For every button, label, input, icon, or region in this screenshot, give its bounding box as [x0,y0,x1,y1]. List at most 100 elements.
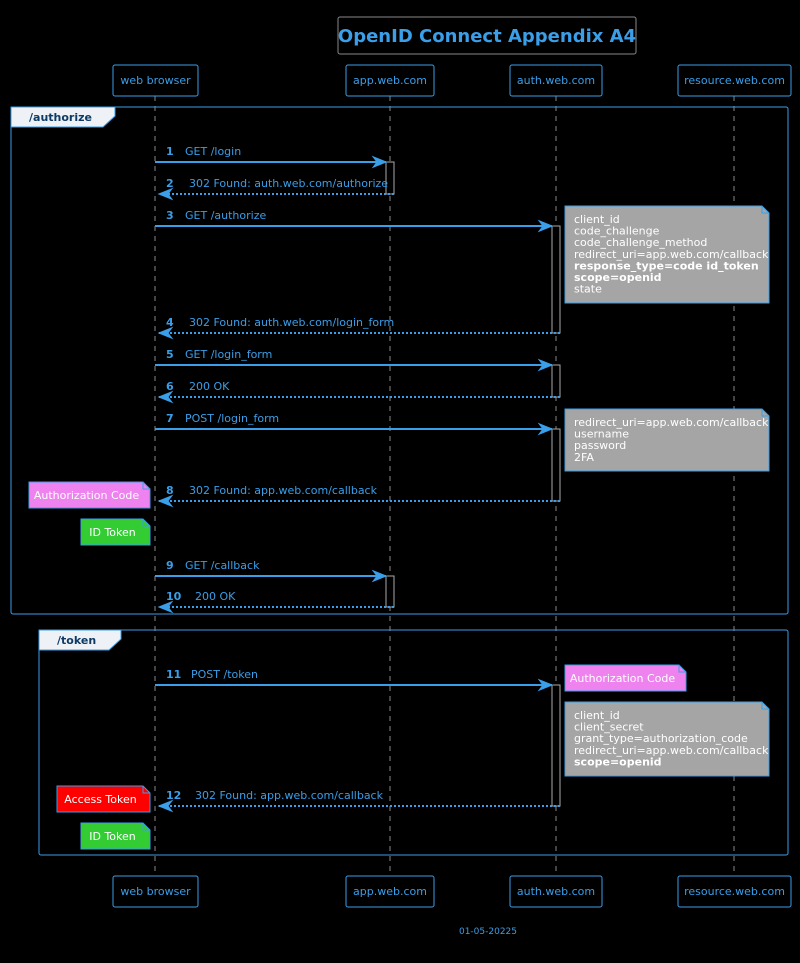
participant-label: app.web.com [353,74,427,87]
message-2: 2 302 Found: auth.web.com/authorize [157,177,394,201]
message-9: 9 GET /callback [155,559,388,583]
participant-box [677,64,792,97]
participant-app-bottom: app.web.com [345,875,435,908]
message-label: 302 Found: auth.web.com/login_form [189,316,394,329]
token-params-note: client_idclient_secretgrant_type=authori… [564,701,770,777]
note-line: client_id [574,213,620,226]
participant-box [345,875,435,908]
participant-browser-top: web browser [112,64,199,97]
note-line: grant_type=authorization_code [574,732,748,745]
group-tab [10,106,116,128]
message-label: 302 Found: app.web.com/callback [195,789,384,802]
note-line: Access Token [64,793,136,806]
participant-browser-bottom: web browser [112,875,199,908]
participant-auth-top: auth.web.com [509,64,603,97]
note-fold [678,665,686,673]
group-tab [38,629,122,651]
participant-label: resource.web.com [684,74,785,87]
message-number: 5 [166,348,174,361]
message-number: 10 [166,590,182,603]
note-line: client_id [574,709,620,722]
group-label: /authorize [29,111,92,124]
authorization-code-note: Authorization Code [564,664,687,692]
note-fold [761,206,769,214]
message-label: GET /authorize [185,209,266,222]
message-number: 6 [166,380,174,393]
participant-box [112,64,199,97]
note-line: Authorization Code [570,672,676,685]
note-line: code_challenge [574,225,660,238]
note-line: redirect_uri=app.web.com/callback [574,416,769,429]
activation-bar [385,575,395,608]
message-number: 9 [166,559,174,572]
message-6: 6 200 OK [157,380,560,404]
note-line: ID Token [89,526,136,539]
message-label: 200 OK [195,590,236,603]
note-shape [28,481,151,509]
footer-date: 01-05-20225 [459,927,517,937]
participant-label: auth.web.com [517,885,595,898]
note-line: redirect_uri=app.web.com/callback [574,744,769,757]
activation-bar [551,684,561,807]
note-fold [142,519,150,527]
note-shape [564,408,770,472]
participant-label: resource.web.com [684,885,785,898]
title-box [337,16,637,55]
message-number: 4 [166,316,174,329]
participant-box [509,875,603,908]
note-fold [142,786,150,794]
message-label: GET /login [185,145,241,158]
note-shape [80,518,151,546]
message-11: 11 POST /token [155,668,554,692]
note-fold [142,482,150,490]
message-number: 1 [166,145,174,158]
note-fold [761,409,769,417]
message-label: POST /token [191,668,258,681]
participant-resource-top: resource.web.com [677,64,792,97]
message-label: GET /callback [185,559,260,572]
id-token-note: ID Token [80,518,151,546]
message-number: 8 [166,484,174,497]
activation-bar [551,225,561,334]
participant-box [112,875,199,908]
note-shape [564,664,687,692]
group-border [10,106,789,615]
participant-label: web browser [120,885,191,898]
id-token-note: ID Token [80,822,151,850]
note-line: ID Token [89,830,136,843]
participant-box [509,64,603,97]
note-line: scope=openid [574,755,662,768]
message-10: 10 200 OK [157,590,394,614]
note-shape [80,822,151,850]
note-fold [142,823,150,831]
participant-box [677,875,792,908]
diagram-title: OpenID Connect Appendix A4 [338,26,636,47]
note-line: password [574,439,626,452]
group-frame: /token [38,629,789,856]
note-fold [761,702,769,710]
message-number: 2 [166,177,174,190]
note-shape [56,785,151,813]
participant-label: web browser [120,74,191,87]
access-token-note: Access Token [56,785,151,813]
note-line: response_type=code id_token [574,259,759,272]
participant-app-top: app.web.com [345,64,435,97]
authorize-params-note: client_idcode_challengecode_challenge_me… [564,205,770,304]
message-label: GET /login_form [185,348,272,361]
group-label: /token [57,634,96,647]
note-line: 2FA [574,451,594,464]
message-4: 4 302 Found: auth.web.com/login_form [157,316,560,340]
message-label: 200 OK [189,380,230,393]
message-number: 7 [166,412,174,425]
note-line: redirect_uri=app.web.com/callback [574,248,769,261]
message-label: 302 Found: auth.web.com/authorize [189,177,388,190]
note-line: state [574,283,602,296]
participant-resource-bottom: resource.web.com [677,875,792,908]
message-number: 11 [166,668,181,681]
note-line: username [574,428,629,441]
message-1: 1 GET /login [155,145,388,169]
authorization-code-note: Authorization Code [28,481,151,509]
